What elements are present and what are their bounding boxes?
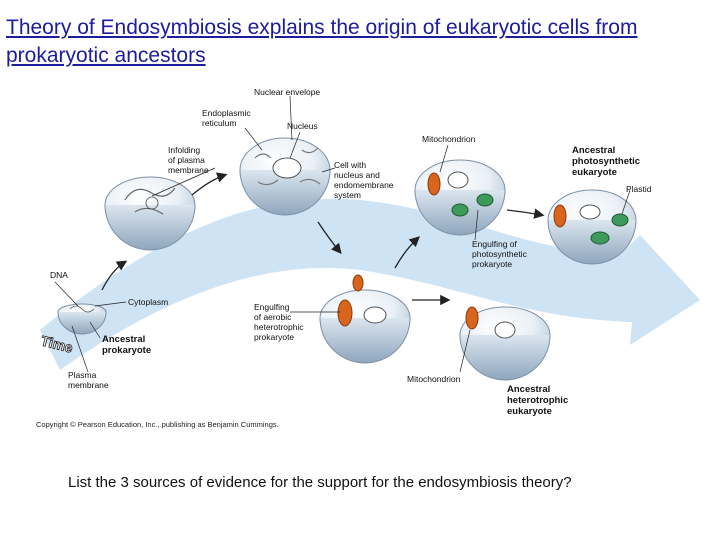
- cell-with-nucleus: [239, 137, 331, 216]
- slide-title: Theory of Endosymbiosis explains the ori…: [6, 16, 638, 67]
- label-engulfing-photosynthetic: Engulfing of photosynthetic prokaryote: [472, 239, 529, 269]
- arrow-prokaryote-to-infolding: [101, 260, 128, 291]
- ancestral-photosynthetic-eukaryote-cell: [547, 189, 637, 265]
- label-plastid: Plastid: [626, 184, 652, 194]
- arrow-nucleus-to-engulfing: [317, 221, 342, 254]
- leader-lines: [54, 95, 631, 373]
- copyright-notice: Copyright © Pearson Education, Inc., pub…: [36, 420, 279, 429]
- mitochondrion: [465, 306, 479, 330]
- label-mitochondrion-top: Mitochondrion: [422, 134, 476, 144]
- label-nucleus: Nucleus: [287, 121, 318, 131]
- time-arrow-band: [40, 198, 700, 370]
- arrow-infolding-to-nucleus: [191, 172, 228, 196]
- plastid: [611, 213, 629, 227]
- label-engulfing-aerobic: Engulfing of aerobic heterotrophic proka…: [254, 302, 306, 342]
- arrow-to-photosynthetic-eukaryote: [506, 208, 545, 219]
- label-plasma-membrane: Plasma membrane: [68, 370, 109, 390]
- label-dna: DNA: [50, 270, 68, 280]
- label-cell-with-nucleus: Cell with nucleus and endomembrane syste…: [334, 160, 396, 200]
- engulfing-aerobic-cell: [319, 274, 411, 364]
- mitochondrion: [427, 172, 441, 196]
- mitochondrion-engulfed: [337, 299, 353, 327]
- arrow-to-photosynthetic-branch: [394, 236, 420, 269]
- label-cytoplasm: Cytoplasm: [128, 297, 168, 307]
- infolding-cell: [104, 176, 196, 251]
- question-text: List the 3 sources of evidence for the s…: [68, 474, 572, 491]
- label-nuclear-envelope: Nuclear envelope: [254, 87, 320, 97]
- label-ancestral-photosynthetic-eukaryote: Ancestral photosynthetic eukaryote: [572, 145, 643, 178]
- ancestral-prokaryote-cell: [57, 303, 107, 335]
- mitochondrion-incoming: [352, 274, 364, 292]
- label-endoplasmic-reticulum: Endoplasmic reticulum: [202, 108, 253, 128]
- label-mitochondrion-bottom: Mitochondrion: [407, 374, 461, 384]
- plastid: [590, 231, 610, 245]
- label-ancestral-heterotrophic-eukaryote: Ancestral heterotrophic eukaryote: [507, 384, 571, 417]
- label-infolding: Infolding of plasma membrane: [168, 145, 209, 175]
- ancestral-heterotrophic-eukaryote-cell: [459, 306, 551, 381]
- mitochondrion: [553, 204, 567, 228]
- eukaryote-with-mitochondria-cell: [414, 159, 506, 236]
- plastid-engulfed: [451, 203, 469, 217]
- plastid-engulfing: [476, 193, 494, 207]
- label-ancestral-prokaryote: Ancestral prokaryote: [102, 334, 151, 356]
